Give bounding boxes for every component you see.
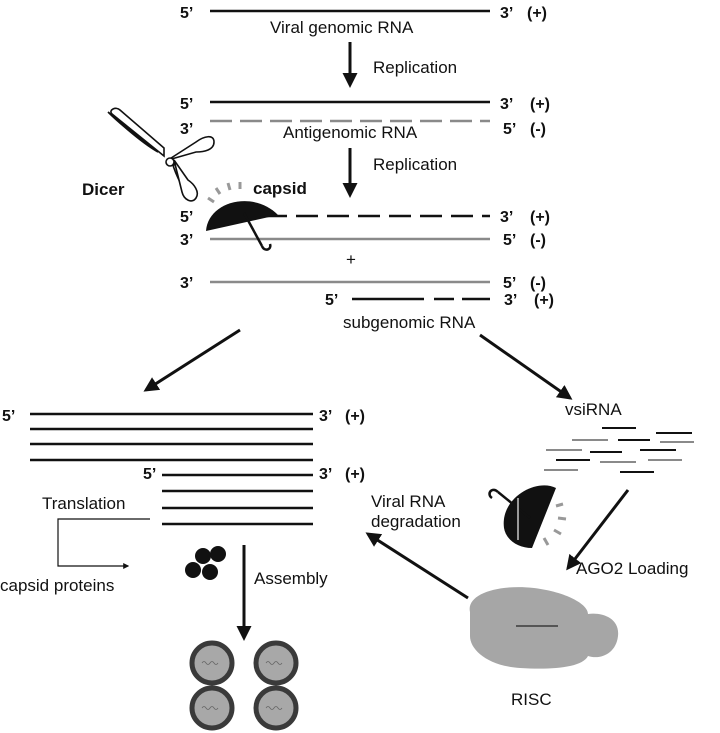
translation-sub-three: 3’ [319,466,332,483]
genomic-three-prime: 3’ [500,5,513,22]
genomic-rna-pool [30,412,313,462]
dicer-label: Dicer [82,180,125,199]
subgenomic-label: subgenomic RNA [343,313,476,332]
translation-sub-five: 5’ [143,466,156,483]
duplex-top-sign: (+) [530,209,550,226]
subgenomic-pos-three: 3’ [504,292,517,309]
scissors-icon [107,107,215,202]
virion-particles [189,640,299,731]
antigenomic-top-sign: (+) [530,96,550,113]
genomic-label: Viral genomic RNA [270,18,414,37]
translation-three: 3’ [319,408,332,425]
umbrella-capsid-icon [206,182,278,251]
antigenomic-top-three: 3’ [500,96,513,113]
duplex-bottom-three: 3’ [180,232,193,249]
translation-five: 5’ [2,408,15,425]
subgenomic-neg-sign: (-) [530,275,546,292]
antigenomic-bottom-three: 3’ [180,121,193,138]
replication-label-1: Replication [373,58,457,77]
capsid-label: capsid [253,179,307,198]
umbrella-degradation-icon [488,485,567,548]
ago2-label: AGO2 Loading [576,559,688,578]
vsirna-label: vsiRNA [565,400,622,419]
subgenomic-neg-five: 5’ [503,275,516,292]
arrow-to-vsirna [479,333,573,400]
risc-complex [469,587,619,669]
subgenomic-pos-sign: (+) [534,292,554,309]
arrow-to-translation [143,328,241,392]
capsid-protein-dots [185,546,226,580]
ago2-arrow [566,489,630,571]
genomic-five-prime: 5’ [180,5,193,22]
subgenomic-rna-pool [162,473,313,526]
antigenomic-top-five: 5’ [180,96,193,113]
plus-sign: + [346,250,356,269]
degradation-line2: degradation [371,512,461,531]
translation-bracket-arrow [57,518,150,569]
subgenomic-pos-five: 5’ [325,292,338,309]
translation-sign: (+) [345,408,365,425]
duplex-top-five: 5’ [180,209,193,226]
antigenomic-bottom-five: 5’ [503,121,516,138]
duplex-bottom-sign: (-) [530,232,546,249]
genomic-sign: (+) [527,5,547,22]
replication-label-2: Replication [373,155,457,174]
translation-sub-sign: (+) [345,466,365,483]
vsirna-duplexes [544,427,694,473]
antigenomic-bottom-sign: (-) [530,121,546,138]
subgenomic-neg-three: 3’ [180,275,193,292]
degradation-arrow [365,532,469,600]
risc-label: RISC [511,690,552,709]
assembly-label: Assembly [254,569,328,588]
duplex-top-three: 3’ [500,209,513,226]
capsid-proteins-label: capsid proteins [0,576,114,595]
antigenomic-label: Antigenomic RNA [283,123,418,142]
duplex-bottom-five: 5’ [503,232,516,249]
degradation-line1: Viral RNA [371,492,446,511]
translation-label: Translation [42,494,125,513]
